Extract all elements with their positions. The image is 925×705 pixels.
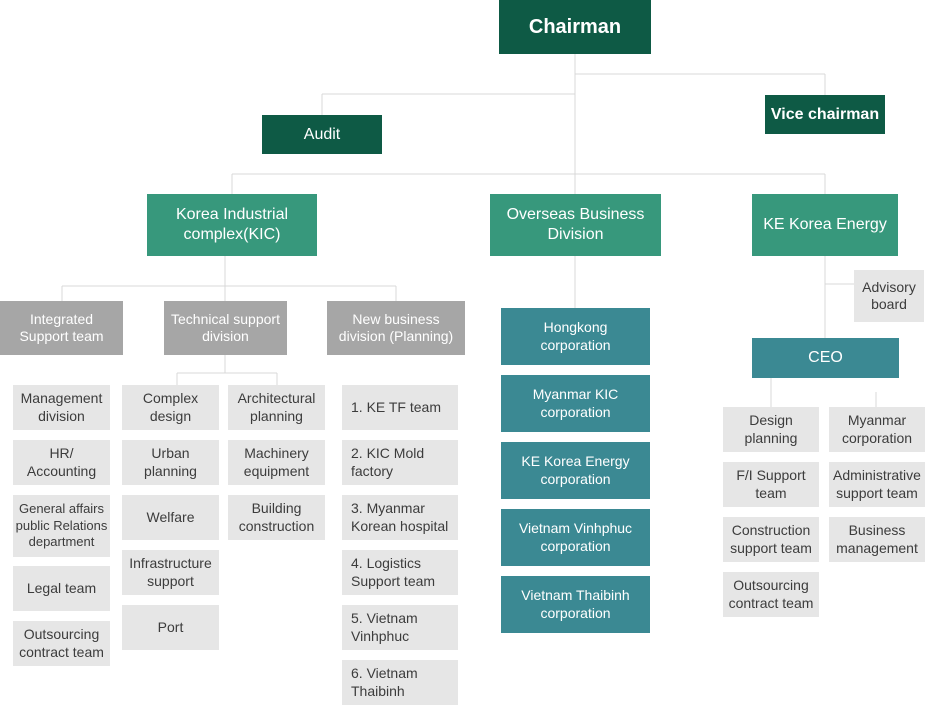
vice-chairman-box: Vice chairman <box>765 95 885 134</box>
team-box: Machinery equipment <box>228 440 325 485</box>
team-box: 4. Logistics Support team <box>342 550 458 595</box>
advisory-board-box: Advisory board <box>854 270 924 322</box>
corporation-box: Hongkong corporation <box>501 308 650 365</box>
ceo-box: CEO <box>752 338 899 378</box>
corporation-box: KE Korea Energy corporation <box>501 442 650 499</box>
team-box: HR/ Accounting <box>13 440 110 485</box>
team-box: Infrastructure support <box>122 550 219 595</box>
corporation-box: Vietnam Thaibinh corporation <box>501 576 650 633</box>
team-box: Outsourcing contract team <box>723 572 819 617</box>
team-box: 1. KE TF team <box>342 385 458 430</box>
new-business-box: New business division (Planning) <box>327 301 465 355</box>
chairman-box: Chairman <box>499 0 651 54</box>
team-box: Myanmar corporation <box>829 407 925 452</box>
team-box: Complex design <box>122 385 219 430</box>
team-box: Port <box>122 605 219 650</box>
integrated-support-box: Integrated Support team <box>0 301 123 355</box>
team-box: 5. Vietnam Vinhphuc <box>342 605 458 650</box>
corporation-box: Vietnam Vinhphuc corporation <box>501 509 650 566</box>
team-box: 2. KIC Mold factory <box>342 440 458 485</box>
team-box: Outsourcing contract team <box>13 621 110 666</box>
corporation-box: Myanmar KIC corporation <box>501 375 650 432</box>
team-box: 3. Myanmar Korean hospital <box>342 495 458 540</box>
team-box: General affairs public Relations departm… <box>13 495 110 557</box>
kic-division-box: Korea Industrial complex(KIC) <box>147 194 317 256</box>
team-box: Administrative support team <box>829 462 925 507</box>
team-box: Architectural planning <box>228 385 325 430</box>
team-box: Design planning <box>723 407 819 452</box>
team-box: F/I Support team <box>723 462 819 507</box>
team-box: Business management <box>829 517 925 562</box>
team-box: Urban planning <box>122 440 219 485</box>
team-box: Construction support team <box>723 517 819 562</box>
team-box: 6. Vietnam Thaibinh <box>342 660 458 705</box>
team-box: Management division <box>13 385 110 430</box>
team-box: Welfare <box>122 495 219 540</box>
ke-energy-box: KE Korea Energy <box>752 194 898 256</box>
team-box: Building construction <box>228 495 325 540</box>
overseas-division-box: Overseas Business Division <box>490 194 661 256</box>
technical-support-box: Technical support division <box>164 301 287 355</box>
team-box: Legal team <box>13 566 110 611</box>
audit-box: Audit <box>262 115 382 154</box>
